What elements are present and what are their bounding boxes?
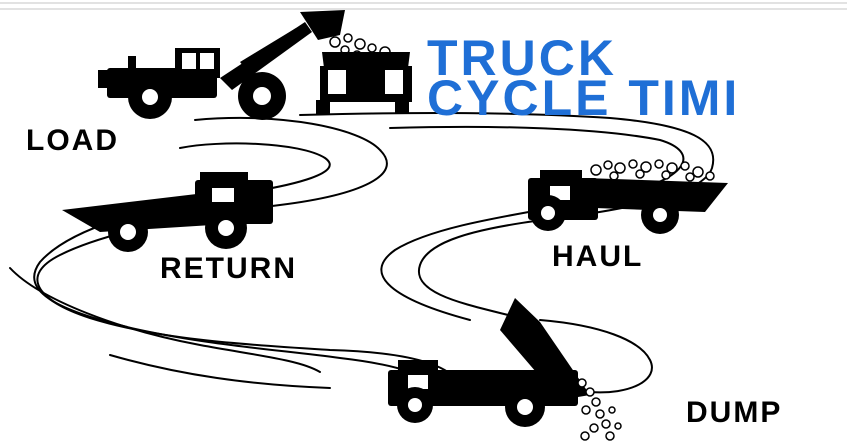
road-edge-bottom: [110, 355, 330, 388]
label-return: RETURN: [160, 252, 297, 286]
label-dump: DUMP: [686, 396, 782, 430]
label-load: LOAD: [26, 124, 119, 158]
top-rule: [0, 3, 847, 9]
wheel-loader-icon: [98, 10, 345, 120]
dump-truck-loaded-icon: [528, 160, 728, 234]
label-haul: HAUL: [552, 240, 643, 274]
dump-truck-dumping-icon: [388, 298, 621, 440]
title-line-2: CYCLE TIMI: [427, 76, 740, 120]
dump-truck-loading-icon: [316, 34, 412, 114]
road-inner-right: [381, 127, 683, 320]
dump-truck-empty-icon: [62, 172, 273, 252]
